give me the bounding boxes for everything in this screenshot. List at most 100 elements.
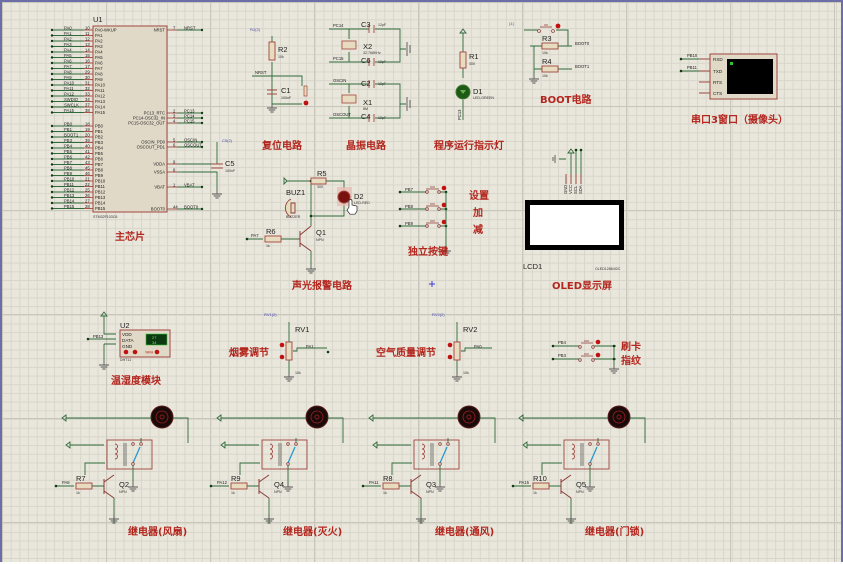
rv2-decrease-button[interactable] — [447, 354, 453, 360]
u1-right-net-label: PC15 — [184, 118, 195, 123]
net-junction — [50, 78, 54, 81]
r4-resistor[interactable] — [541, 65, 559, 73]
net-junction — [200, 116, 204, 120]
x2-ref: X2 — [363, 42, 372, 51]
q1-transistor[interactable] — [298, 225, 312, 252]
motor-icon[interactable] — [457, 405, 481, 429]
net-junction — [50, 45, 54, 48]
u1-right-pin-number: 8 — [173, 167, 176, 172]
rv1-value: 10k — [295, 371, 301, 375]
net-junction — [200, 145, 204, 149]
relay-transistor[interactable] — [258, 474, 270, 499]
relay-resistor[interactable] — [532, 482, 550, 490]
r6-resistor[interactable] — [264, 235, 282, 243]
u1-right-pin-number: 5 — [173, 137, 176, 142]
d2-led[interactable] — [337, 190, 351, 204]
keys-title: 独立按键 — [408, 245, 449, 258]
dht-temp-up-button[interactable] — [132, 349, 138, 355]
key-button-pb8[interactable] — [441, 202, 447, 208]
alarm-block: R5 300 D2 LED-RED BUZ1 BUZZER PA7 R6 1k … — [245, 169, 370, 292]
relay-resistor[interactable] — [382, 482, 400, 490]
reset-button[interactable] — [303, 85, 308, 97]
u1-left-net-label: PB14 — [64, 198, 75, 203]
net-oscout: OSCOUT — [333, 112, 351, 117]
u1-left-net-label: PB7 — [64, 160, 73, 165]
dht-block: PB13 U2 VDD DATA GND 27 34 %RH DHT11 温湿度… — [86, 311, 171, 387]
relay-title: 继电器(风扇) — [128, 525, 187, 538]
u1-right-pin-number: 3 — [173, 113, 176, 118]
r1-value: 300 — [469, 62, 475, 66]
u1-left-pin-name: PA5 — [95, 55, 103, 60]
u1-left-pin-name: PA4 — [95, 50, 103, 55]
card-switch-button[interactable] — [595, 339, 601, 345]
u1-left-pin-name: PA13 — [95, 99, 106, 104]
card-block: PB4 PB3 刷卡 指纹 — [551, 339, 642, 374]
relay-transistor[interactable] — [410, 474, 422, 499]
relay-box[interactable] — [106, 439, 153, 470]
u1-left-net-label: PA2 — [64, 36, 72, 41]
u1-left-pin-number: 15 — [85, 53, 90, 58]
c2-ref: C2 — [361, 79, 371, 88]
boot-probe: (1) — [509, 21, 515, 26]
buzzer[interactable] — [284, 198, 296, 218]
c2-value: 12pF — [378, 82, 387, 86]
relay-transistor[interactable] — [560, 474, 572, 499]
motor-icon[interactable] — [607, 405, 631, 429]
net-pb11: PB11 — [687, 65, 698, 70]
motor-icon[interactable] — [305, 405, 329, 429]
rv2-potentiometer[interactable] — [453, 341, 461, 361]
relay-transistor-value: NPN — [576, 490, 584, 494]
oled-display-screen[interactable] — [530, 205, 619, 245]
dht-temp-down-button[interactable] — [123, 349, 129, 355]
reset-button-indicator[interactable] — [303, 100, 309, 106]
relay-transistor[interactable] — [103, 474, 115, 499]
c5-ref: C5 — [225, 159, 235, 168]
net-junction — [50, 39, 54, 43]
u1-right-net-label: OSCOUT — [184, 142, 202, 147]
relay-resistor[interactable] — [230, 482, 248, 490]
dht-net: PB13 — [93, 334, 104, 339]
q1-value: NPN — [316, 238, 324, 242]
key-button-pb7[interactable] — [441, 185, 447, 191]
u1-chip-body[interactable] — [92, 25, 168, 213]
u1-left-net-label: PA0 — [64, 25, 72, 30]
u1-left-pin-number: 37 — [85, 102, 90, 107]
u1-right-pin-number: 44 — [173, 204, 178, 209]
u1-left-net-label: PA1 — [64, 31, 72, 36]
r6-ref: R6 — [266, 227, 276, 236]
relay-resistor-value: 1k — [231, 491, 235, 495]
relay-box[interactable] — [563, 439, 610, 470]
motor-icon[interactable] — [150, 405, 174, 429]
pin-cts: CTS — [713, 91, 722, 96]
u1-ref: U1 — [93, 15, 103, 24]
lcd1-ref: LCD1 — [523, 262, 542, 271]
boot-switch-indicator[interactable] — [555, 23, 561, 29]
oled-part: OLED12864I2C — [595, 267, 621, 271]
u1-left-net-label: PA9 — [64, 75, 72, 80]
r3-resistor[interactable] — [541, 42, 559, 50]
relay-resistor[interactable] — [75, 482, 93, 490]
dht-hum-button[interactable] — [154, 349, 160, 355]
relay-box[interactable] — [261, 439, 308, 470]
x1-crystal[interactable] — [341, 94, 357, 104]
rv2-increase-button[interactable] — [447, 342, 453, 348]
boot-block: (1) R3 10k R4 10k BOOT0 BOOT1 BOOT电路 — [509, 21, 592, 106]
r5-resistor[interactable] — [310, 177, 327, 185]
rv1-decrease-button[interactable] — [279, 354, 285, 360]
net-junction — [50, 130, 54, 133]
rv1-increase-button[interactable] — [279, 342, 285, 348]
r2-resistor[interactable] — [268, 41, 276, 61]
relay-box[interactable] — [413, 439, 460, 470]
x2-crystal[interactable] — [341, 40, 357, 50]
r1-resistor[interactable] — [459, 51, 467, 69]
terminal-cursor — [730, 62, 733, 65]
virtual-terminal-screen[interactable] — [727, 59, 773, 94]
key-button-pb9[interactable] — [441, 219, 447, 225]
uart-block: PB10 PB11 RXD TXD RTS CTS 串口3窗口（摄像头） — [679, 53, 788, 126]
fingerprint-switch-button[interactable] — [595, 352, 601, 358]
r4-ref: R4 — [542, 57, 552, 66]
rv1-potentiometer[interactable] — [285, 341, 293, 361]
